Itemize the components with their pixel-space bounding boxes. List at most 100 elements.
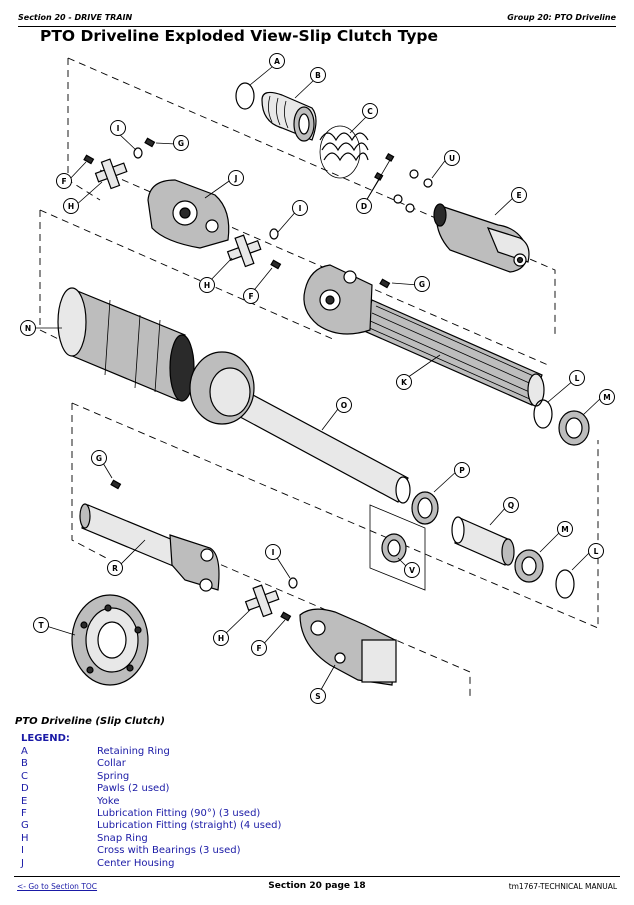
legend-key: H: [21, 832, 29, 844]
legend-key: D: [21, 783, 29, 795]
callout-f: F: [56, 173, 72, 189]
legend-key: F: [21, 807, 27, 819]
legend-key: B: [21, 758, 28, 770]
legend-item: G Lubrication Fitting (straight) (4 used): [21, 820, 281, 832]
callout-f: F: [251, 640, 267, 656]
part-pawls-d: [374, 152, 395, 181]
legend-item: C Spring: [21, 771, 281, 783]
manual-id: tm1767-TECHNICAL MANUAL: [508, 882, 617, 891]
part-bushing-q: [451, 516, 515, 566]
part-balls-u: [393, 169, 433, 213]
callout-letter: R: [112, 564, 118, 573]
legend-item: J Center Housing: [21, 858, 281, 870]
part-end-yoke-s: [299, 608, 397, 686]
callout-e: E: [511, 187, 527, 203]
legend-label: Cross with Bearings (3 used): [97, 845, 241, 857]
callout-n: N: [20, 320, 36, 336]
callout-p: P: [454, 462, 470, 478]
callout-letter: P: [459, 466, 465, 475]
callout-d: D: [356, 198, 372, 214]
part-upper-rings: [533, 399, 590, 446]
callout-i: I: [110, 120, 126, 136]
callout-letter: E: [516, 191, 521, 200]
toc-link[interactable]: <- Go to Section TOC: [17, 882, 98, 891]
legend-label: Yoke: [97, 795, 120, 807]
callout-letter: O: [341, 401, 347, 410]
callout-letter: H: [218, 634, 224, 643]
callout-letter: G: [178, 139, 184, 148]
callout-letter: N: [25, 324, 31, 333]
legend-item: E Yoke: [21, 796, 281, 808]
callout-m: M: [557, 521, 573, 537]
callout-g: G: [91, 450, 107, 466]
callout-c: C: [362, 103, 378, 119]
callout-letter: S: [315, 692, 320, 701]
callout-k: K: [396, 374, 412, 390]
legend-item: D Pawls (2 used): [21, 783, 281, 795]
legend-key: J: [21, 857, 24, 869]
part-flange-t: [71, 594, 149, 686]
legend-label: Spring: [97, 770, 130, 782]
part-retaining-ring-a: [235, 82, 255, 110]
callout-letter: M: [603, 393, 610, 402]
callout-b: B: [310, 67, 326, 83]
callout-letter: I: [299, 204, 302, 213]
part-detail-v: [369, 504, 426, 591]
legend-label: Center Housing: [97, 857, 175, 869]
legend-label: Lubrication Fitting (90°) (3 used): [97, 807, 261, 819]
callout-a: A: [269, 53, 285, 69]
callout-i: I: [292, 200, 308, 216]
callout-letter: I: [117, 124, 120, 133]
legend-label: Snap Ring: [97, 832, 148, 844]
part-shaft-yoke-r: [79, 503, 220, 592]
legend-key: I: [21, 845, 24, 857]
callout-f: F: [243, 288, 259, 304]
part-spring-c: [319, 125, 369, 179]
group-label: Group 20: PTO Driveline: [507, 13, 616, 22]
legend-key: C: [21, 770, 28, 782]
legend-item: F Lubrication Fitting (90°) (3 used): [21, 808, 281, 820]
callout-h: H: [63, 198, 79, 214]
callout-g: G: [414, 276, 430, 292]
part-center-housing-j: [147, 179, 230, 249]
callout-i: I: [265, 544, 281, 560]
page-header: Section 20 - DRIVE TRAIN Group 20: PTO D…: [18, 10, 616, 27]
callout-letter: J: [234, 174, 238, 183]
callout-letter: V: [409, 566, 415, 575]
legend-key: G: [21, 820, 29, 832]
callout-g: G: [173, 135, 189, 151]
legend-key: E: [21, 795, 28, 807]
callout-q: Q: [503, 497, 519, 513]
callout-letter: L: [594, 547, 599, 556]
part-inner-tube-o: [189, 351, 411, 504]
callout-u: U: [444, 150, 460, 166]
callout-letter: I: [272, 548, 275, 557]
callout-letter: G: [419, 280, 425, 289]
callout-letter: D: [361, 202, 367, 211]
part-yoke-e: [433, 203, 530, 273]
callout-letter: T: [38, 621, 44, 630]
callout-s: S: [310, 688, 326, 704]
page-title: PTO Driveline Exploded View-Slip Clutch …: [40, 27, 439, 45]
callout-letter: F: [61, 177, 66, 186]
part-cross-lower: [244, 584, 280, 618]
part-cross-upper: [94, 158, 128, 190]
callout-j: J: [228, 170, 244, 186]
section-label: Section 20 - DRIVE TRAIN: [18, 13, 133, 22]
legend-label: Retaining Ring: [97, 746, 170, 757]
legend-label: Lubrication Fitting (straight) (4 used): [97, 820, 282, 832]
callout-t: T: [33, 617, 49, 633]
callout-letter: F: [248, 292, 253, 301]
callout-letter: A: [274, 57, 280, 66]
callout-letter: F: [256, 644, 261, 653]
legend-item: H Snap Ring: [21, 833, 281, 845]
part-inner-shaft-k: [303, 264, 545, 407]
legend-label: Pawls (2 used): [97, 783, 170, 795]
part-cross-middle: [226, 234, 262, 268]
callout-r: R: [107, 560, 123, 576]
